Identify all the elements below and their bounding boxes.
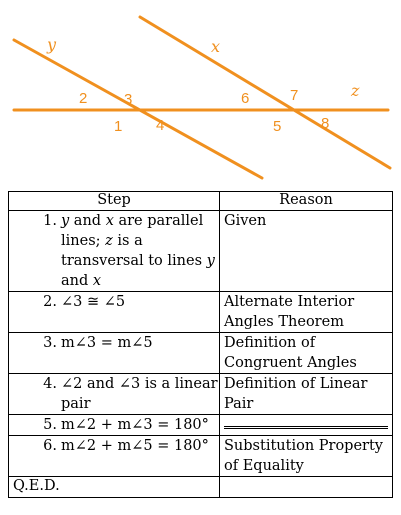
angle-1-label: 1 <box>114 118 122 135</box>
step-number: 3. <box>43 335 57 351</box>
angle-4-label: 4 <box>156 117 164 134</box>
step-reason: Definition of Linear Pair <box>219 373 393 415</box>
reason-header: Reason <box>219 191 393 211</box>
step-statement: ∠2 and ∠3 is a linear pair <box>61 376 218 412</box>
step-number: 2. <box>43 294 57 310</box>
angle-3-label: 3 <box>124 91 132 108</box>
answer-blank-line <box>224 415 388 429</box>
line-x-label: x <box>211 37 220 56</box>
table-row: 4. ∠2 and ∠3 is a linear pair Definition… <box>8 373 393 415</box>
line-x <box>138 15 392 170</box>
step-statement: y and x are parallel lines; z is a trans… <box>61 213 215 289</box>
qed-label: Q.E.D. <box>8 476 220 498</box>
step-number: 6. <box>43 438 57 454</box>
proof-table: Step Reason 1. y and x are parallel line… <box>8 191 393 498</box>
step-number: 1. <box>43 213 57 229</box>
table-header-row: Step Reason <box>8 191 393 211</box>
step-number: 5. <box>43 417 57 433</box>
blank-reason-cell <box>219 414 393 436</box>
step-reason: Given <box>219 210 393 292</box>
table-row: 5. m∠2 + m∠3 = 180° <box>8 414 393 436</box>
line-z-label: z <box>350 81 360 100</box>
step-reason: Substitution Property of Equality <box>219 435 393 477</box>
angle-5-label: 5 <box>273 118 281 135</box>
step-number: 4. <box>43 376 57 392</box>
transversal-diagram: y x z 2 3 1 4 6 7 5 8 <box>12 15 392 180</box>
table-row: 1. y and x are parallel lines; z is a tr… <box>8 210 393 292</box>
angle-6-label: 6 <box>241 90 249 107</box>
step-statement: m∠2 + m∠5 = 180° <box>61 438 209 454</box>
step-reason: Alternate Interior Angles Theorem <box>219 291 393 333</box>
angle-2-label: 2 <box>79 90 87 107</box>
table-row: 3. m∠3 = m∠5 Definition of Congruent Ang… <box>8 332 393 374</box>
qed-row: Q.E.D. <box>8 476 393 498</box>
angle-7-label: 7 <box>290 87 298 104</box>
qed-empty-cell <box>219 476 393 498</box>
step-statement: ∠3 ≅ ∠5 <box>61 294 126 310</box>
step-statement: m∠2 + m∠3 = 180° <box>61 417 209 433</box>
angle-8-label: 8 <box>321 115 329 132</box>
table-row: 6. m∠2 + m∠5 = 180° Substitution Propert… <box>8 435 393 477</box>
line-y-label: y <box>46 35 57 54</box>
step-statement: m∠3 = m∠5 <box>61 335 153 351</box>
step-reason: Definition of Congruent Angles <box>219 332 393 374</box>
step-header: Step <box>8 191 220 211</box>
table-row: 2. ∠3 ≅ ∠5 Alternate Interior Angles The… <box>8 291 393 333</box>
